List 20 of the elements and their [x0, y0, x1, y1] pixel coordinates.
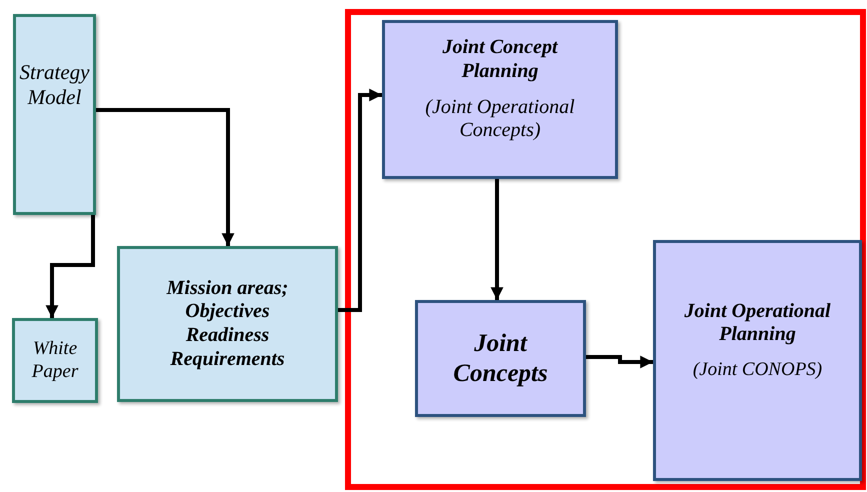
box-title: White Paper	[30, 338, 80, 383]
process-box	[653, 240, 862, 481]
box-title: Strategy Model	[18, 60, 90, 110]
arrow	[46, 215, 95, 318]
box-title: Joint Concept Planning	[441, 36, 559, 84]
process-box	[117, 246, 338, 402]
process-box	[415, 300, 586, 417]
arrow	[96, 108, 234, 246]
box-title: Joint Operational Planning	[683, 300, 832, 347]
box-title: Joint Concepts	[452, 329, 549, 388]
arrow	[338, 88, 382, 312]
box-subtitle: (Joint CONOPS)	[692, 358, 822, 382]
process-box	[12, 318, 98, 403]
process-box	[382, 20, 618, 179]
box-title: Mission areas; Objectives Readiness Requirements	[165, 276, 290, 372]
arrow	[586, 355, 653, 368]
box-subtitle: (Joint Operational Concepts)	[424, 96, 576, 143]
process-box	[13, 14, 96, 215]
arrow	[490, 179, 504, 300]
group-frame	[345, 9, 866, 490]
